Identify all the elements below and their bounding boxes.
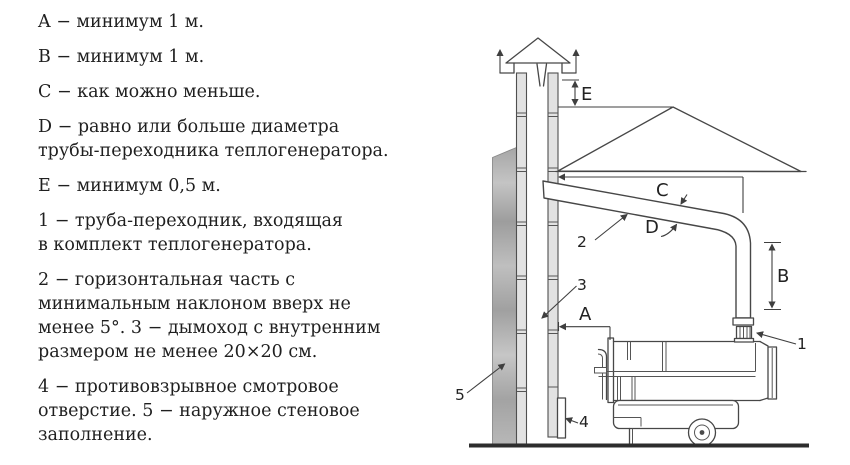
cap-cone <box>505 37 571 64</box>
front-handle <box>597 348 608 401</box>
roof <box>555 106 807 173</box>
dimension-a <box>557 322 611 340</box>
adapter-flange-top <box>732 317 755 326</box>
chimney-right-rail <box>547 72 559 438</box>
legend-item-c: C − как можно меньше. <box>38 82 261 102</box>
label-a: A <box>579 304 592 325</box>
callout-arrow-3 <box>541 285 577 319</box>
inner-pipe <box>536 63 541 87</box>
label-4: 4 <box>579 413 589 431</box>
label-d: D <box>645 217 659 238</box>
legend-item-2-3: 2 − горизонтальная часть с минимальным н… <box>38 270 381 362</box>
callout-arrow-2 <box>594 213 628 241</box>
connecting-duct <box>542 180 755 343</box>
callout-arrow-1 <box>755 331 797 345</box>
chimney-cap <box>496 37 580 87</box>
body-left-cap <box>607 337 615 404</box>
installation-diagram: A B C D E 1 2 3 4 5 <box>425 0 850 465</box>
callout-arrow-d <box>660 223 678 238</box>
roof-slope <box>557 106 802 173</box>
diagram-labels: A B C D E 1 2 3 4 5 <box>455 84 807 431</box>
adapter-flange-bottom <box>733 337 755 343</box>
callout-arrows <box>466 194 797 424</box>
duct-pipe <box>542 180 752 319</box>
label-1: 1 <box>797 335 807 353</box>
dimension-c <box>557 173 744 213</box>
inspection-opening <box>556 397 567 439</box>
dimension-b <box>764 241 781 311</box>
outer-wall <box>492 146 517 445</box>
label-b: B <box>777 266 789 287</box>
diagram-svg: A B C D E 1 2 3 4 5 <box>455 37 809 448</box>
callout-arrow-c <box>680 194 688 205</box>
chimney-flue <box>515 72 567 445</box>
heat-generator <box>594 337 778 447</box>
legend-item-b: B − минимум 1 м. <box>38 47 205 67</box>
dimension-e <box>558 79 672 108</box>
legend-item-4-5: 4 − противовзрывное смотровое отверстие.… <box>38 377 360 445</box>
label-2: 2 <box>577 233 587 251</box>
callout-arrow-4 <box>564 417 579 424</box>
legend: A − минимум 1 м. B − минимум 1 м. C − ка… <box>38 10 438 458</box>
legend-item-d: D − равно или больше диаметра трубы-пере… <box>38 117 389 161</box>
legend-item-a: A − минимум 1 м. <box>38 12 204 32</box>
legend-item-1: 1 − труба-переходник, входящая в комплек… <box>38 211 343 255</box>
legend-item-e: E − минимум 0,5 м. <box>38 176 221 196</box>
label-5: 5 <box>455 386 465 404</box>
label-c: C <box>656 180 669 201</box>
label-e: E <box>581 84 592 105</box>
callout-arrow-5 <box>466 363 506 394</box>
label-3: 3 <box>577 276 587 294</box>
